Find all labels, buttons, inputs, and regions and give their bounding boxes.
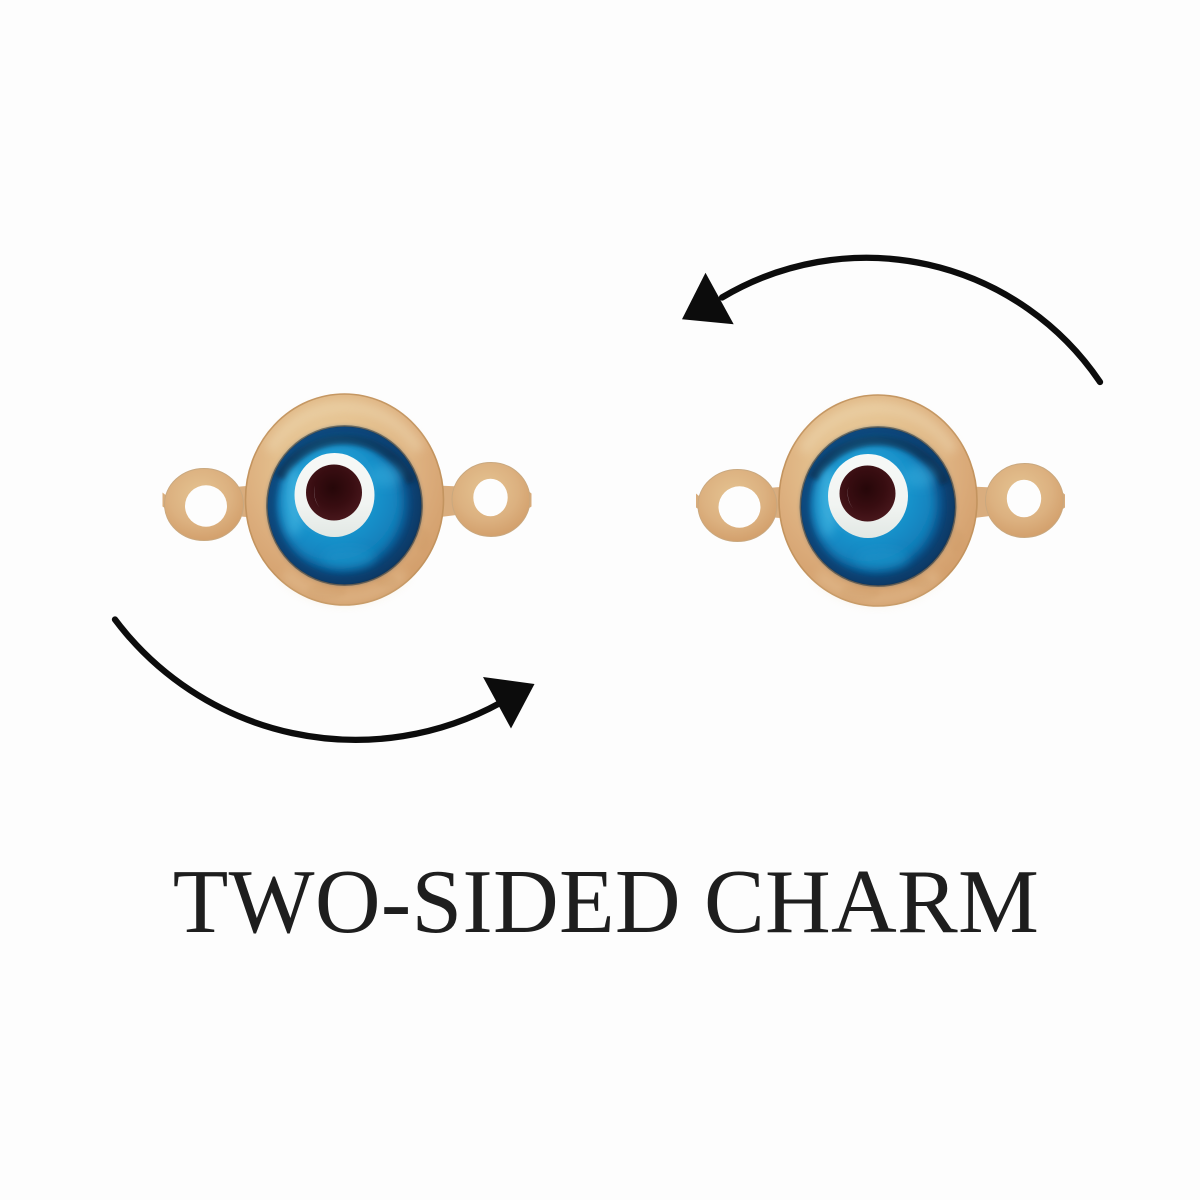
svg-text:TWO-SIDED CHARM: TWO-SIDED CHARM xyxy=(173,851,1039,952)
